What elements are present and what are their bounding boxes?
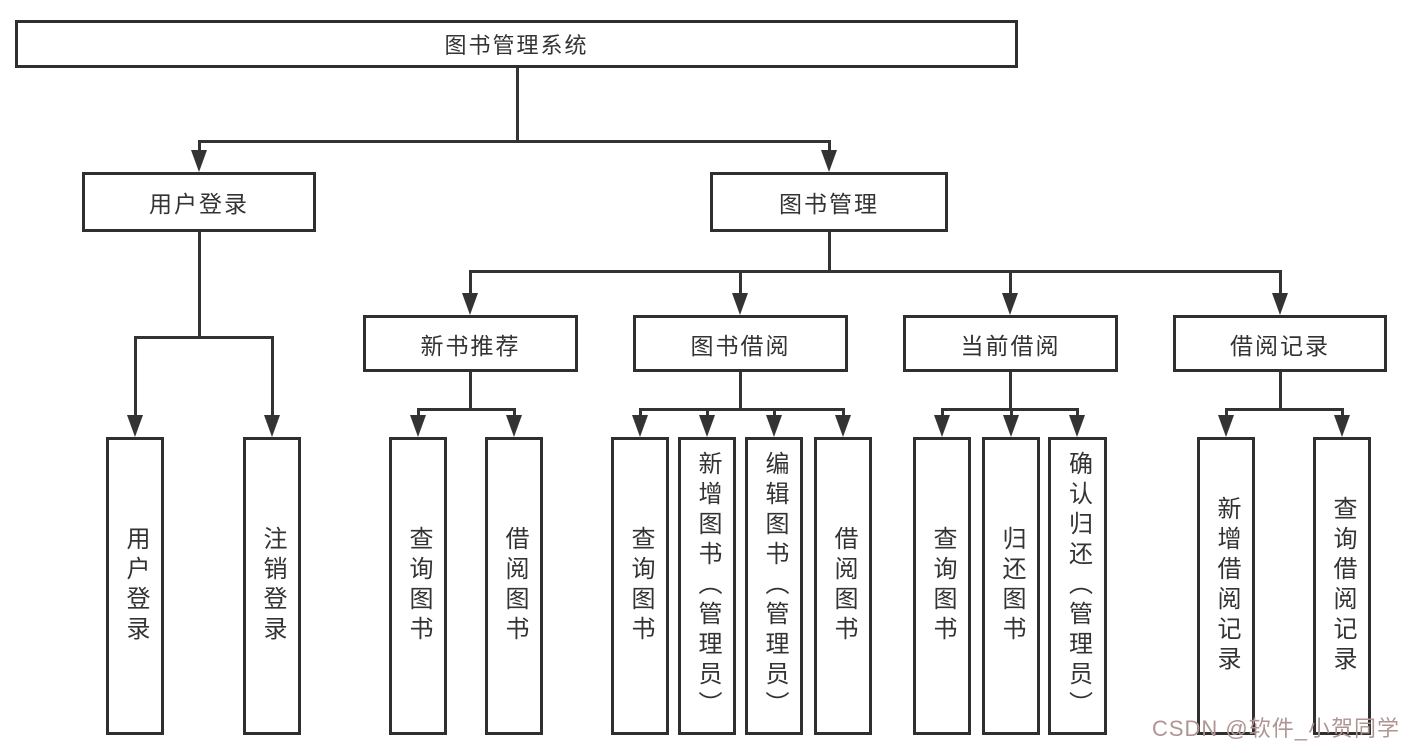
- connector-stem: [516, 68, 519, 140]
- leaf-label: 注销登录: [259, 526, 286, 646]
- connector-drop: [417, 408, 420, 418]
- connector-drop: [1225, 408, 1228, 418]
- connector-stem: [1279, 372, 1282, 408]
- section-label: 新书推荐: [420, 332, 521, 359]
- leaf-user-login: 用户登录: [106, 437, 164, 735]
- arrowhead-down-icon: [462, 293, 478, 315]
- connector-drop: [198, 140, 201, 154]
- connector-drop: [706, 408, 709, 418]
- node-book-borrowing: 图书借阅: [633, 315, 848, 372]
- arrowhead-down-icon: [1272, 293, 1288, 315]
- arrowhead-down-icon: [732, 293, 748, 315]
- leaf-edit-book-admin: 编辑图书（管理员）: [745, 437, 803, 735]
- arrowhead-down-icon: [1334, 415, 1350, 437]
- connector-drop: [469, 270, 472, 296]
- watermark: CSDN @软件_小贺同学: [1151, 716, 1400, 741]
- connector-stem: [198, 232, 201, 336]
- section-label: 当前借阅: [960, 332, 1061, 359]
- connector-drop: [1076, 408, 1079, 418]
- leaf-query-borrow-record: 查询借阅记录: [1313, 437, 1371, 735]
- node-root: 图书管理系统: [15, 20, 1018, 68]
- connector-drop: [842, 408, 845, 418]
- leaf-label: 新增借阅记录: [1213, 496, 1240, 676]
- node-book-management-label: 图书管理: [779, 191, 879, 217]
- connector-bar: [134, 336, 274, 339]
- leaf-label: 编辑图书（管理员）: [761, 451, 788, 721]
- node-current-borrowing: 当前借阅: [903, 315, 1118, 372]
- node-borrowing-records: 借阅记录: [1173, 315, 1387, 372]
- connector-drop: [639, 408, 642, 418]
- arrowhead-down-icon: [506, 415, 522, 437]
- leaf-label: 用户登录: [122, 526, 149, 646]
- connector-bar: [198, 140, 831, 143]
- leaf-label: 借阅图书: [501, 526, 528, 646]
- connector-drop: [1279, 270, 1282, 296]
- leaf-label: 归还图书: [998, 526, 1025, 646]
- arrowhead-down-icon: [934, 415, 950, 437]
- leaf-query-books-1: 查询图书: [389, 437, 447, 735]
- arrowhead-down-icon: [1218, 415, 1234, 437]
- leaf-label: 查询图书: [929, 526, 956, 646]
- leaf-label: 确认归还（管理员）: [1064, 451, 1092, 721]
- arrowhead-down-icon: [264, 415, 280, 437]
- arrowhead-down-icon: [127, 415, 143, 437]
- leaf-add-borrow-record: 新增借阅记录: [1197, 437, 1255, 735]
- connector-drop: [1341, 408, 1344, 418]
- leaf-borrow-books-1: 借阅图书: [485, 437, 543, 735]
- leaf-confirm-return-admin: 确认归还（管理员）: [1048, 437, 1107, 735]
- leaf-add-book-admin: 新增图书（管理员）: [678, 437, 736, 735]
- arrowhead-down-icon: [191, 150, 207, 172]
- connector-drop: [271, 336, 274, 418]
- leaf-query-books-3: 查询图书: [913, 437, 971, 735]
- connector-drop: [941, 408, 944, 418]
- connector-drop: [134, 336, 137, 418]
- leaf-label: 新增图书（管理员）: [694, 451, 721, 721]
- connector-drop: [513, 408, 516, 418]
- node-root-label: 图书管理系统: [444, 33, 589, 58]
- leaf-query-books-2: 查询图书: [611, 437, 669, 735]
- connector-bar: [639, 408, 845, 411]
- arrowhead-down-icon: [632, 415, 648, 437]
- arrowhead-down-icon: [821, 150, 837, 172]
- arrowhead-down-icon: [835, 415, 851, 437]
- connector-drop: [739, 270, 742, 296]
- arrowhead-down-icon: [766, 415, 782, 437]
- section-label: 图书借阅: [690, 332, 791, 359]
- leaf-label: 查询图书: [627, 526, 654, 646]
- arrowhead-down-icon: [1002, 293, 1018, 315]
- leaf-label: 查询图书: [405, 526, 432, 646]
- connector-stem: [828, 232, 831, 270]
- node-user-login-label: 用户登录: [149, 191, 249, 217]
- connector-drop: [1010, 408, 1013, 418]
- connector-stem: [1009, 372, 1012, 408]
- leaf-return-books: 归还图书: [982, 437, 1040, 735]
- arrowhead-down-icon: [410, 415, 426, 437]
- connector-drop: [773, 408, 776, 418]
- connector-bar: [469, 270, 1282, 273]
- arrowhead-down-icon: [1003, 415, 1019, 437]
- connector-bar: [1225, 408, 1344, 411]
- leaf-logout: 注销登录: [243, 437, 301, 735]
- leaf-label: 借阅图书: [830, 526, 857, 646]
- arrowhead-down-icon: [1069, 415, 1085, 437]
- node-new-book-recommendation: 新书推荐: [363, 315, 578, 372]
- arrowhead-down-icon: [699, 415, 715, 437]
- connector-drop: [1009, 270, 1012, 296]
- leaf-borrow-books-2: 借阅图书: [814, 437, 872, 735]
- node-user-login: 用户登录: [82, 172, 316, 232]
- section-label: 借阅记录: [1230, 332, 1330, 359]
- connector-stem: [469, 372, 472, 408]
- connector-drop: [828, 140, 831, 154]
- connector-stem: [739, 372, 742, 408]
- node-book-management: 图书管理: [710, 172, 948, 232]
- connector-bar: [417, 408, 516, 411]
- leaf-label: 查询借阅记录: [1329, 496, 1356, 676]
